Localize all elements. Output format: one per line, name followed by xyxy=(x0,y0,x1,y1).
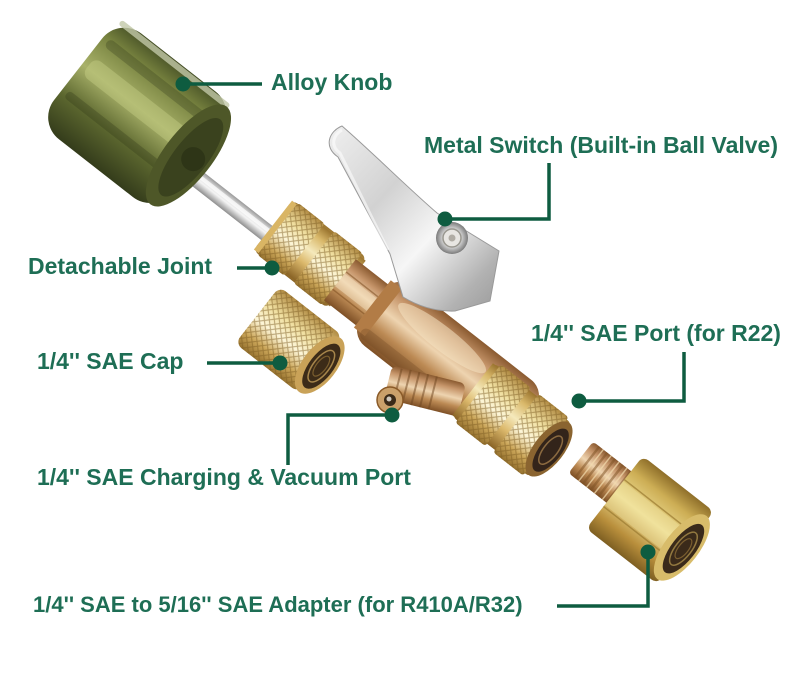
label-alloy-knob: Alloy Knob xyxy=(271,69,393,95)
alloy-knob xyxy=(48,20,232,207)
sae-cap-leader xyxy=(207,355,288,371)
switch-screw xyxy=(436,222,468,254)
detachable-joint xyxy=(253,200,366,307)
charging-port-tip xyxy=(376,386,404,414)
alloy-knob-leader xyxy=(175,76,262,92)
sae-adapter-leader xyxy=(557,544,656,608)
detachable-joint-leader xyxy=(237,260,280,276)
label-charging-port: 1/4'' SAE Charging & Vacuum Port xyxy=(37,464,411,490)
leader-lines xyxy=(175,76,686,608)
label-metal-switch: Metal Switch (Built-in Ball Valve) xyxy=(424,132,779,158)
sae-port-r22 xyxy=(452,363,573,477)
sae-port-leader xyxy=(571,352,686,409)
charging-vacuum-port xyxy=(385,366,465,416)
metal-switch xyxy=(328,125,500,312)
charging-port-leader xyxy=(286,407,400,465)
label-detachable-joint: Detachable Joint xyxy=(28,253,213,279)
label-sae-cap: 1/4'' SAE Cap xyxy=(37,348,184,374)
label-sae-port-r22: 1/4'' SAE Port (for R22) xyxy=(531,320,781,346)
label-sae-adapter: 1/4'' SAE to 5/16'' SAE Adapter (for R41… xyxy=(33,592,523,617)
metal-switch-leader xyxy=(437,163,551,227)
sae-adapter-nut xyxy=(589,458,711,582)
